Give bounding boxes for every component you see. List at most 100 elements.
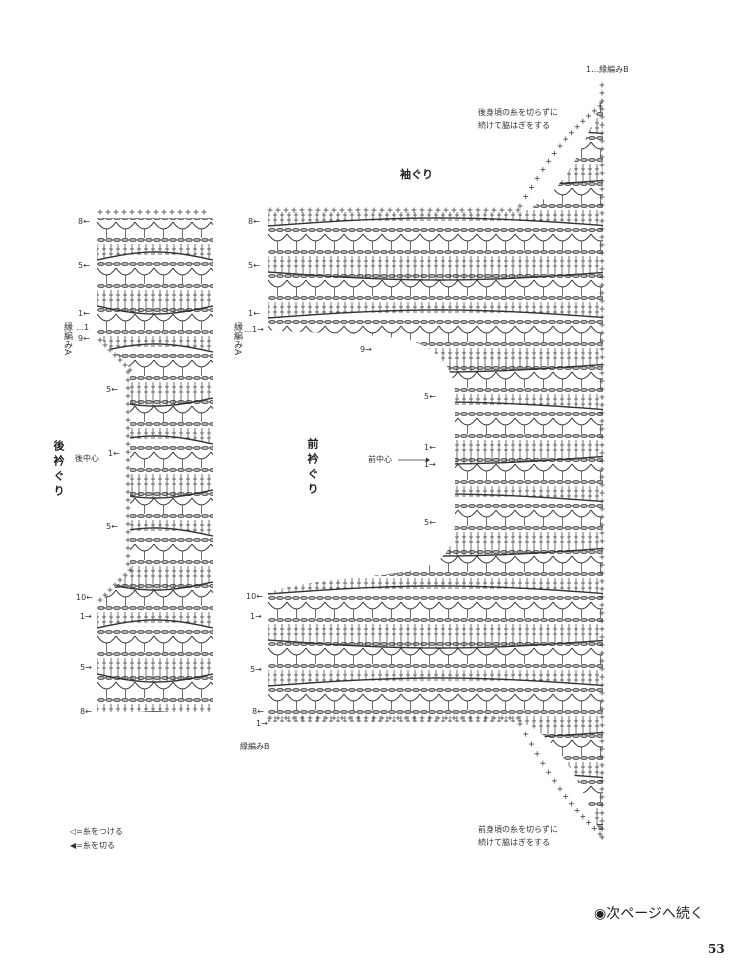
scallop-row: [268, 417, 603, 426]
chain-stitch: [572, 92, 580, 94]
wave-chain: [97, 343, 213, 353]
chain-stitch: [177, 492, 185, 496]
chain-stitch: [476, 480, 484, 484]
chain-stitch: [412, 780, 420, 784]
chain-stitch: [348, 342, 356, 346]
chain-stitch: [356, 642, 364, 646]
chain-stitch: [276, 274, 284, 278]
chain-stitch: [364, 204, 372, 208]
chain-stitch: [388, 92, 396, 94]
chain-stitch: [332, 296, 340, 300]
chain-stitch: [548, 412, 556, 416]
chain-stitch: [605, 618, 611, 621]
chain-stitch: [460, 802, 468, 806]
chain-stitch: [268, 388, 276, 392]
chain-stitch: [588, 780, 596, 784]
chain-stitch: [444, 504, 452, 508]
chain-stitch: [444, 688, 452, 692]
chain-stitch: [300, 204, 308, 208]
chain-stitch: [516, 320, 524, 324]
chain-stitch: [388, 802, 396, 806]
chain-stitch: [428, 182, 436, 186]
chain-stitch: [300, 710, 308, 714]
chain-stitch: [161, 262, 169, 266]
chain-stitch: [468, 480, 476, 484]
chain-stitch: [105, 400, 113, 404]
chain-stitch: [580, 734, 588, 738]
chain-stitch: [169, 262, 177, 266]
chain-stitch: [420, 550, 428, 554]
chain-stitch: [356, 92, 364, 94]
chain-stitch: [428, 780, 436, 784]
chain-stitch: [564, 504, 572, 508]
chain-stitch: [492, 274, 500, 278]
chain-stitch: [324, 480, 332, 484]
chain-stitch: [348, 780, 356, 784]
chain-stitch: [177, 652, 185, 656]
chain-stitch: [308, 734, 316, 738]
chain-stitch: [340, 228, 348, 232]
scallop-row: [268, 325, 603, 334]
chain-stitch: [572, 710, 580, 714]
chain-stitch: [516, 480, 524, 484]
chain-stitch: [580, 228, 588, 232]
chain-stitch: [276, 458, 284, 462]
chain-stitch: [97, 538, 105, 542]
chain-stitch: [588, 458, 596, 462]
chain-stitch: [292, 504, 300, 508]
chain-stitch: [284, 342, 292, 346]
chain-stitch: [316, 802, 324, 806]
chain-stitch: [524, 92, 532, 94]
chain-stitch: [332, 250, 340, 254]
chain-stitch: [153, 468, 161, 472]
chain-stitch: [292, 734, 300, 738]
chain-stitch: [412, 572, 420, 576]
chain-stitch: [444, 320, 452, 324]
chain-stitch: [428, 320, 436, 324]
wave-chain: [268, 217, 603, 227]
chain-stitch: [97, 652, 105, 656]
chain-stitch: [540, 250, 548, 254]
chain-stitch: [268, 664, 276, 668]
chain-stitch: [284, 204, 292, 208]
chain-stitch: [145, 284, 153, 288]
chain-stitch: [372, 366, 380, 370]
chain-stitch: [524, 366, 532, 370]
chain-stitch: [476, 92, 484, 94]
chain-stitch: [380, 158, 388, 162]
chain-stitch: [564, 204, 572, 208]
chain-stitch: [540, 92, 548, 94]
chain-stitch: [201, 560, 209, 564]
chain-stitch: [268, 756, 276, 760]
chain-stitch: [452, 136, 460, 140]
chain-stitch: [548, 92, 556, 94]
chain-stitch: [436, 388, 444, 392]
chain-stitch: [308, 92, 316, 94]
chain-stitch: [580, 112, 588, 116]
chain-stitch: [364, 434, 372, 438]
chain-stitch: [396, 136, 404, 140]
chain-stitch: [268, 412, 276, 416]
chain-stitch: [404, 204, 412, 208]
chain-stitch: [476, 504, 484, 508]
chain-stitch: [460, 112, 468, 116]
chain-stitch: [468, 388, 476, 392]
chain-stitch: [356, 228, 364, 232]
chain-stitch: [564, 734, 572, 738]
chain-stitch: [388, 228, 396, 232]
chain-stitch: [145, 218, 153, 220]
chain-stitch: [572, 366, 580, 370]
chain-stitch: [193, 698, 201, 702]
chain-stitch: [564, 92, 572, 94]
chain-stitch: [161, 630, 169, 634]
chain-stitch: [372, 734, 380, 738]
chain-stitch: [532, 688, 540, 692]
chain-stitch: [436, 274, 444, 278]
chain-stitch: [436, 550, 444, 554]
scallop-row: [97, 589, 213, 598]
chain-stitch: [524, 780, 532, 784]
chain-stitch: [97, 446, 105, 450]
chain-stitch: [137, 676, 145, 680]
chain-stitch: [185, 514, 193, 518]
chain-stitch: [605, 412, 611, 415]
